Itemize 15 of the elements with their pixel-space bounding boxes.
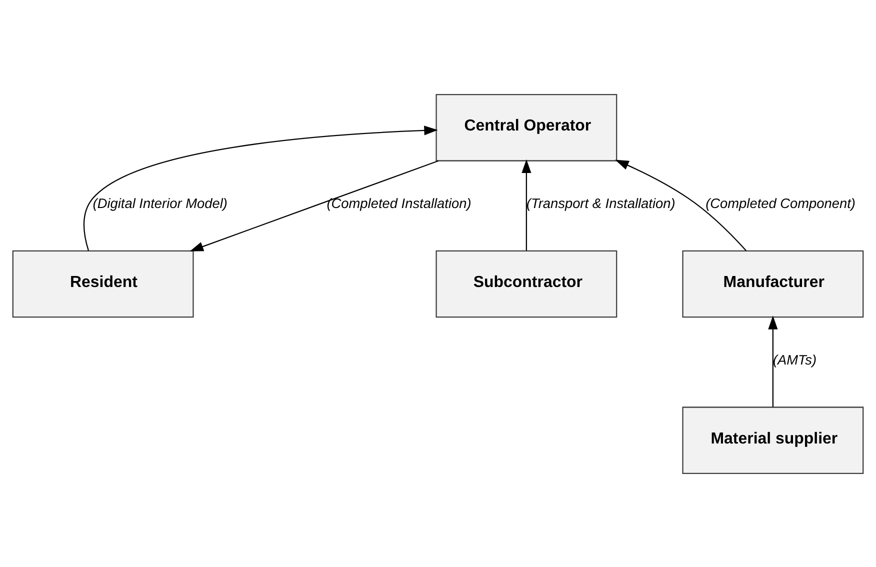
arrow <box>84 125 438 250</box>
edge-label: (Completed Component) <box>706 196 856 211</box>
arrow <box>615 159 746 250</box>
node-box: Subcontractor <box>436 250 618 318</box>
node-box: Manufacturer <box>682 250 864 318</box>
node-box: Central Operator <box>436 94 618 161</box>
edge-label: (Completed Installation) <box>326 196 472 211</box>
node-box: Material supplier <box>682 406 864 474</box>
edge-label: (AMTs) <box>772 352 817 368</box>
arrow <box>522 158 532 250</box>
edge-label: (Transport & Installation) <box>526 196 676 211</box>
edge-label: (Digital Interior Model) <box>92 196 228 211</box>
arrow <box>768 315 778 406</box>
node-box: Resident <box>12 250 194 318</box>
arrow <box>190 160 439 251</box>
